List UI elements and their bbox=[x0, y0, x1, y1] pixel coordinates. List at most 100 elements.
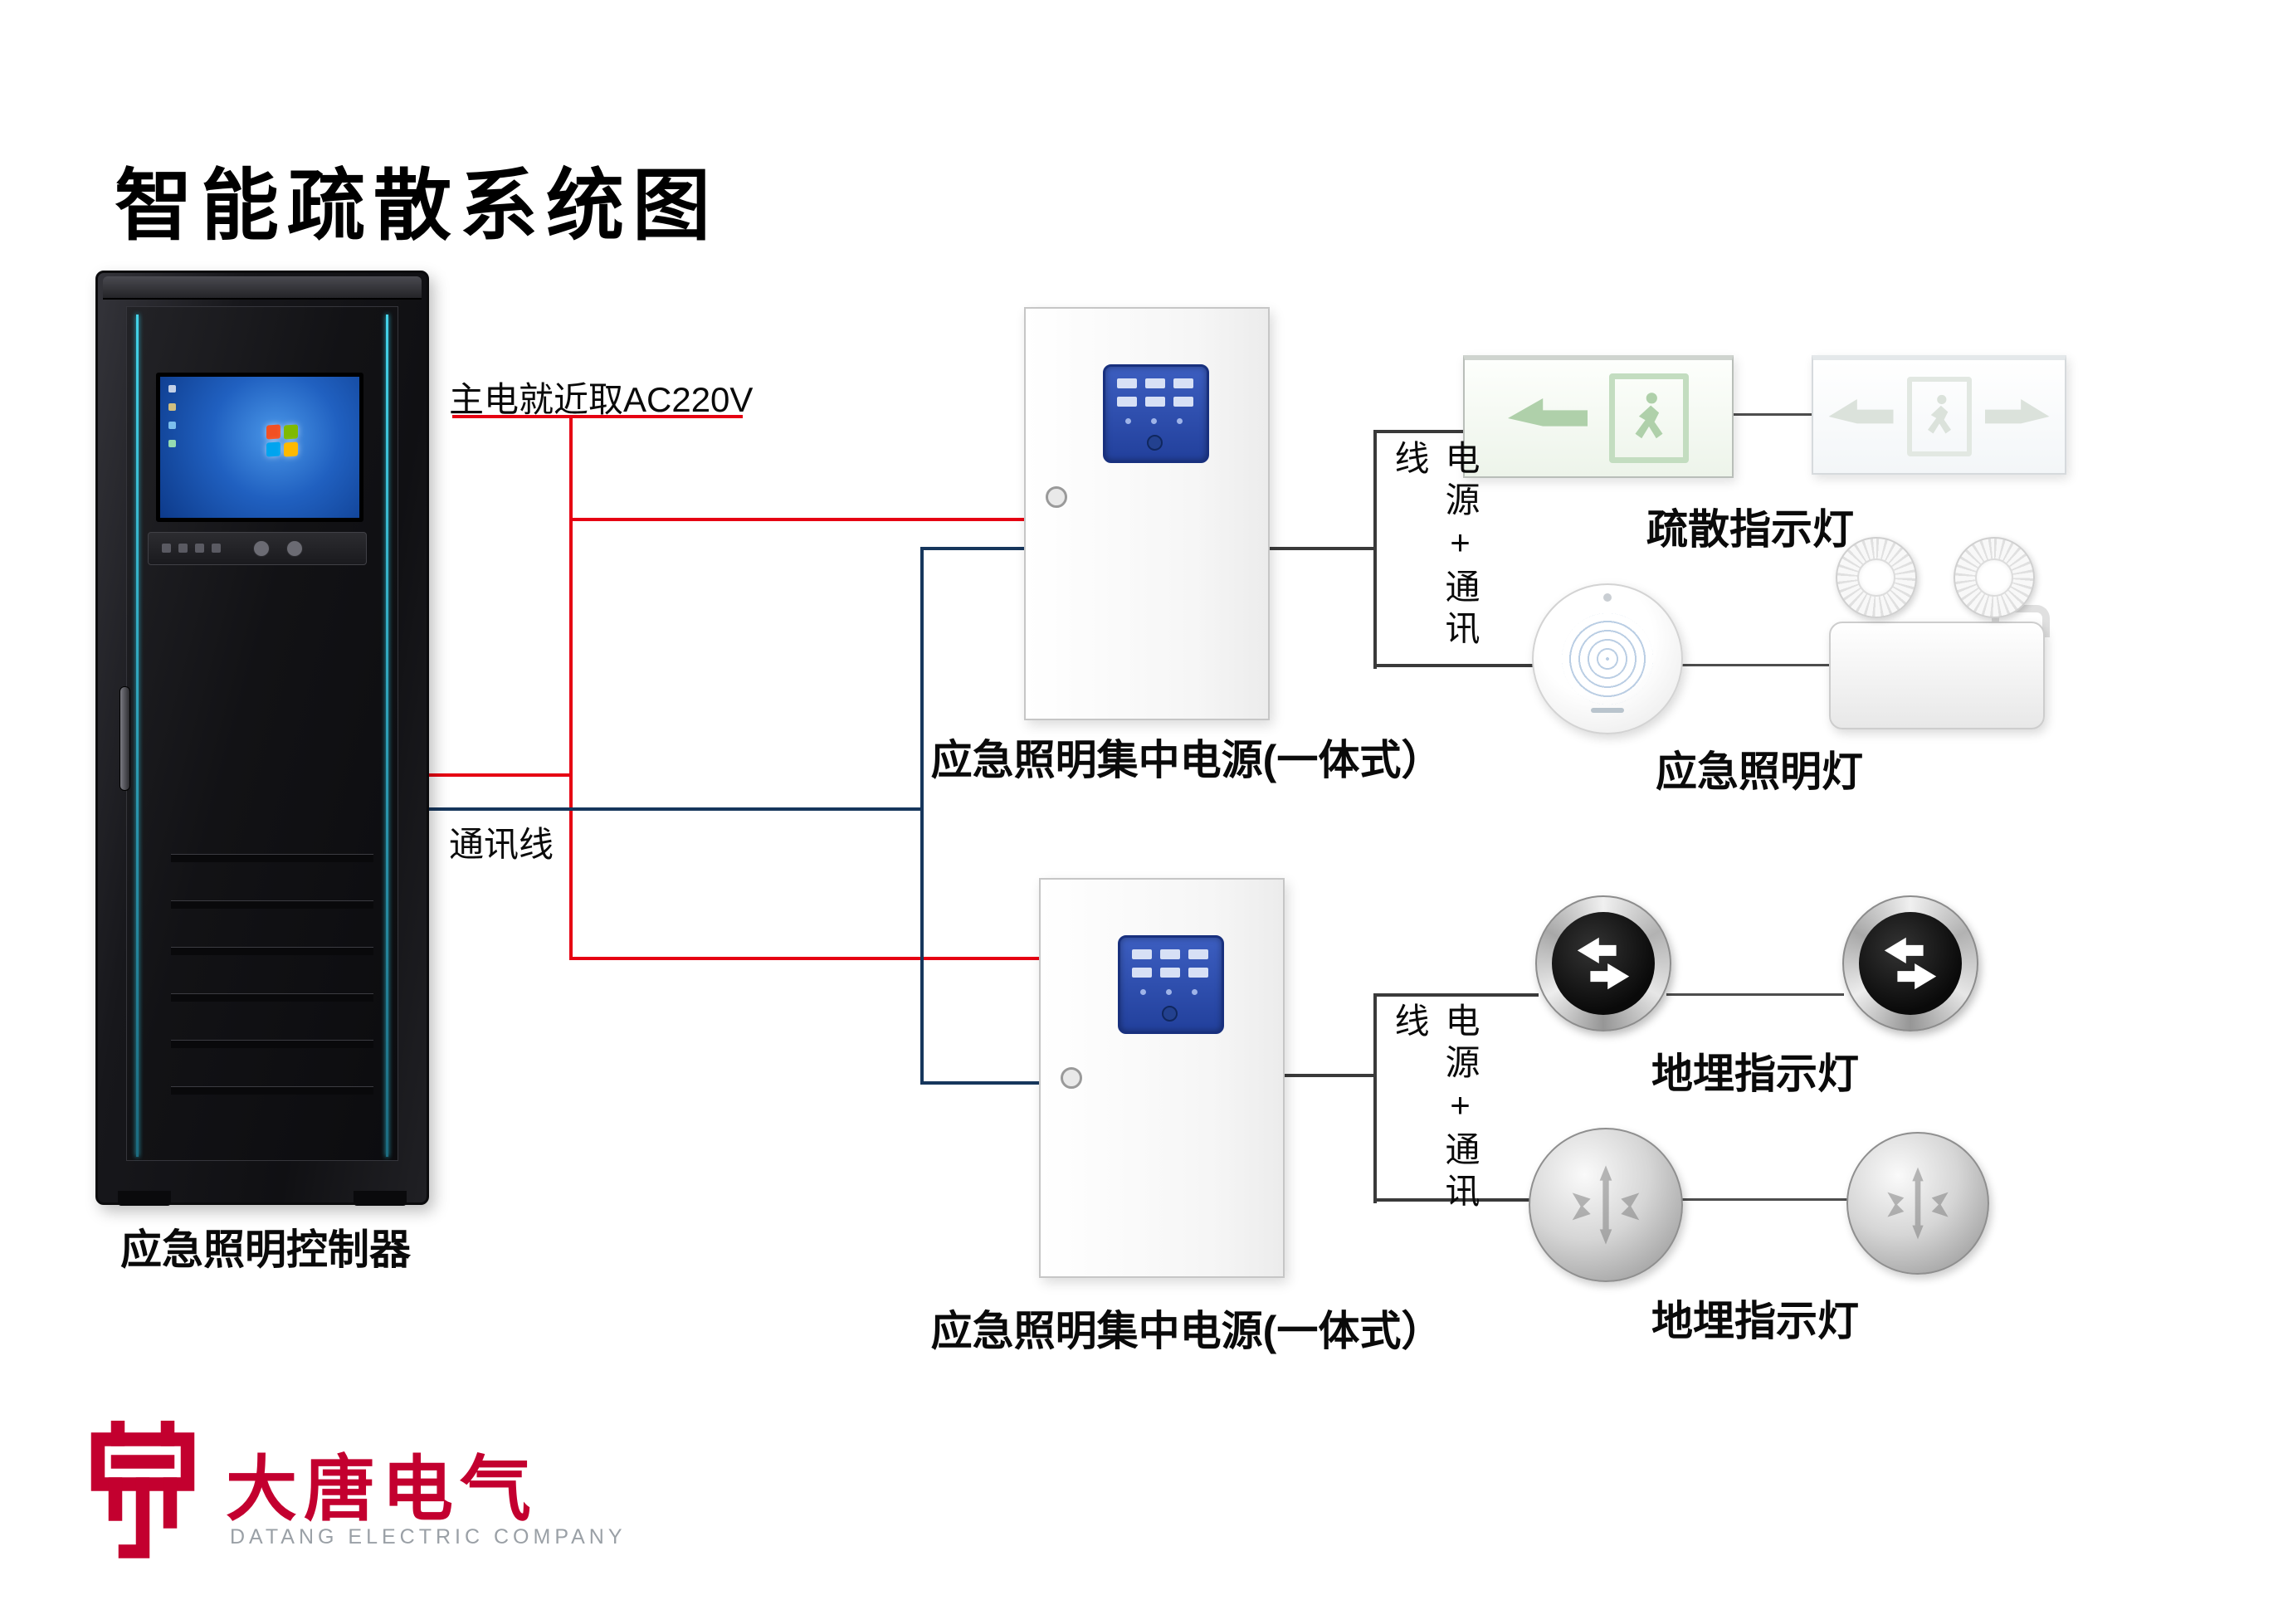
indicator-dot bbox=[1140, 989, 1146, 995]
exit-door-frame bbox=[1906, 377, 1972, 456]
lamp-bulb bbox=[1975, 558, 2013, 597]
lamp-head-left bbox=[1836, 537, 1917, 618]
power-box-2-lock bbox=[1061, 1067, 1082, 1089]
wire-comm-to-box1 bbox=[920, 547, 1026, 550]
main-power-label: 主电就近取AC220V bbox=[449, 380, 754, 419]
connector-buried-row2 bbox=[1676, 1198, 1848, 1201]
power-box-1 bbox=[1024, 307, 1270, 720]
cabinet-vent bbox=[171, 947, 373, 955]
twin-spot-emergency-lamp bbox=[1829, 537, 2050, 729]
panel-button bbox=[1162, 1006, 1178, 1022]
led-display bbox=[1117, 378, 1137, 388]
lamp-brand-mark bbox=[1591, 708, 1624, 713]
buried-light-face bbox=[1552, 912, 1655, 1015]
led-display bbox=[1145, 397, 1165, 407]
cabinet-screen bbox=[156, 373, 363, 522]
page-title: 智能疏散系统图 bbox=[115, 162, 719, 249]
led-display bbox=[1132, 968, 1152, 978]
double-swap-arrows-icon bbox=[1884, 937, 1937, 990]
lamp-bulb bbox=[1857, 558, 1895, 597]
running-man-icon bbox=[1635, 393, 1663, 439]
windows-flag-red bbox=[266, 424, 280, 440]
cabinet-foot bbox=[354, 1191, 407, 1206]
bundle2-stub-from-box2 bbox=[1281, 1074, 1377, 1077]
cabinet-door-handle bbox=[120, 686, 130, 791]
emergency-lighting-controller-cabinet bbox=[95, 271, 429, 1206]
power-comm-vertical-label-2: 电源+通讯线 bbox=[1390, 1002, 1480, 1214]
exit-arrow-left-icon bbox=[1508, 398, 1588, 427]
cabinet-foot bbox=[118, 1191, 171, 1206]
buried-light-silver-1 bbox=[1529, 1128, 1683, 1282]
cabinet-vent bbox=[171, 1086, 373, 1095]
company-name-en: DATANG ELECTRIC COMPANY bbox=[230, 1525, 627, 1548]
power-box-1-label: 应急照明集中电源(一体式） bbox=[930, 737, 1443, 783]
lamp-head-right bbox=[1954, 537, 2035, 618]
led-display bbox=[1132, 949, 1152, 959]
led-display bbox=[1160, 949, 1180, 959]
bundle1-vertical bbox=[1373, 430, 1377, 669]
windows-flag-green bbox=[284, 424, 298, 440]
cross-arrows-icon bbox=[1887, 1167, 1949, 1240]
indicator-dot bbox=[1177, 418, 1183, 424]
datang-seal-logo bbox=[90, 1421, 195, 1558]
running-man-icon bbox=[1927, 394, 1951, 434]
bundle1-to-exit-sign bbox=[1373, 430, 1466, 433]
desktop-icon bbox=[168, 422, 176, 429]
cabinet-control-panel bbox=[148, 532, 367, 565]
cabinet-vent bbox=[171, 854, 373, 862]
led-display bbox=[1173, 378, 1193, 388]
buried-light-label-2: 地埋指示灯 bbox=[1651, 1298, 1859, 1344]
buried-light-label-1: 地埋指示灯 bbox=[1651, 1051, 1859, 1097]
cabinet-label: 应急照明控制器 bbox=[120, 1227, 411, 1273]
wire-power-to-box2 bbox=[569, 957, 1041, 960]
exit-sign-2 bbox=[1812, 355, 2066, 475]
indicator-dot bbox=[1192, 989, 1198, 995]
bundle1-to-emergency-lamp bbox=[1373, 664, 1537, 667]
exit-arrow-right-icon bbox=[1984, 399, 2050, 424]
power-box-1-lock bbox=[1046, 486, 1067, 508]
lamp-test-button bbox=[1603, 593, 1612, 602]
led-display bbox=[1160, 968, 1180, 978]
buried-light-black-1 bbox=[1535, 895, 1671, 1031]
cross-arrows-icon bbox=[1572, 1165, 1640, 1245]
double-swap-arrows-icon bbox=[1577, 937, 1630, 990]
control-button bbox=[212, 544, 221, 553]
connector-buried-row1 bbox=[1666, 993, 1844, 996]
led-display bbox=[1188, 968, 1208, 978]
wire-comm-to-box2 bbox=[920, 1081, 1041, 1085]
led-display bbox=[1145, 378, 1165, 388]
bundle2-to-buried-row1 bbox=[1373, 993, 1539, 997]
lamp-body bbox=[1829, 622, 2045, 729]
bundle1-stub-from-box1 bbox=[1266, 547, 1377, 550]
exit-arrow-left-icon bbox=[1828, 399, 1894, 424]
wire-power-from-cabinet bbox=[424, 773, 573, 777]
buried-light-black-2 bbox=[1842, 895, 1978, 1031]
wire-power-top bbox=[452, 415, 743, 418]
led-display bbox=[1188, 949, 1208, 959]
company-name-cn: 大唐电气 bbox=[226, 1450, 538, 1529]
indicator-dot bbox=[1166, 989, 1172, 995]
cabinet-vent bbox=[171, 1040, 373, 1048]
control-knob bbox=[253, 540, 270, 557]
windows-flag-blue bbox=[266, 441, 280, 457]
exit-sign-1 bbox=[1463, 355, 1734, 478]
control-button bbox=[162, 544, 171, 553]
windows-flag-yellow bbox=[284, 441, 298, 457]
wire-power-vertical bbox=[569, 415, 573, 960]
exit-sign-label: 疏散指示灯 bbox=[1646, 506, 1854, 553]
ceiling-emergency-lamp bbox=[1532, 583, 1683, 734]
control-button bbox=[178, 544, 188, 553]
connector-emergency-lamps bbox=[1676, 664, 1831, 666]
desktop-icon bbox=[168, 403, 176, 411]
exit-door-frame bbox=[1609, 373, 1689, 463]
power-comm-vertical-label-1: 电源+通讯线 bbox=[1390, 440, 1480, 651]
power-box-2-panel bbox=[1118, 935, 1224, 1034]
emergency-lamp-label: 应急照明灯 bbox=[1656, 749, 1863, 795]
led-display bbox=[1173, 397, 1193, 407]
cabinet-vent bbox=[171, 993, 373, 1002]
bundle2-to-buried-row2 bbox=[1373, 1198, 1532, 1202]
indicator-dot bbox=[1125, 418, 1131, 424]
buried-light-face bbox=[1859, 912, 1962, 1015]
power-box-2-label: 应急照明集中电源(一体式） bbox=[930, 1308, 1443, 1354]
